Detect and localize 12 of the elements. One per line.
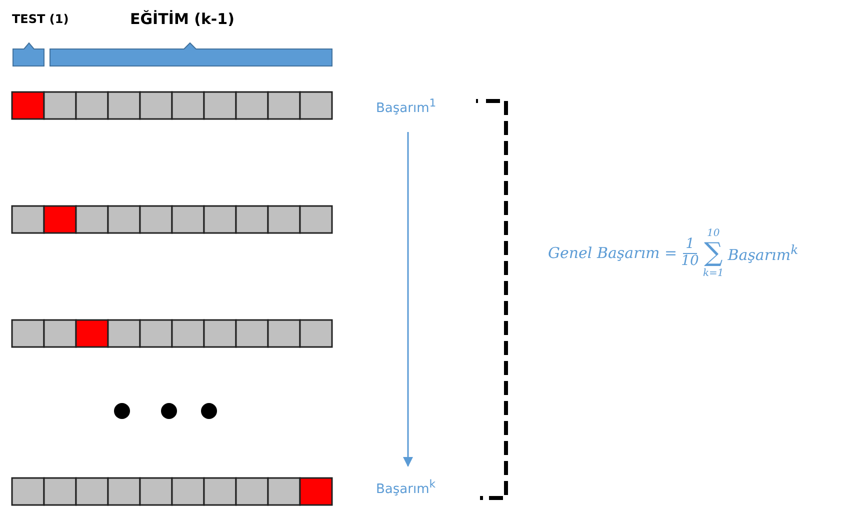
arrow	[403, 132, 413, 467]
heading-label: EĞİTİM (k-1)	[130, 10, 234, 28]
formula-text: ∑	[704, 239, 723, 268]
formula-text: Genel Başarım =	[548, 245, 678, 262]
formula-text: k=1	[702, 268, 724, 279]
heading-label: TEST (1)	[12, 12, 69, 26]
formula-text: 10	[681, 254, 699, 270]
score-label: Başarım$^{1}$	[376, 97, 436, 116]
formula-text: 10	[706, 228, 720, 239]
score-label: Başarım$^{k}$	[376, 478, 436, 498]
formula-text: 1	[682, 237, 698, 254]
formula-text: Başarım$^{k}$	[728, 243, 798, 264]
